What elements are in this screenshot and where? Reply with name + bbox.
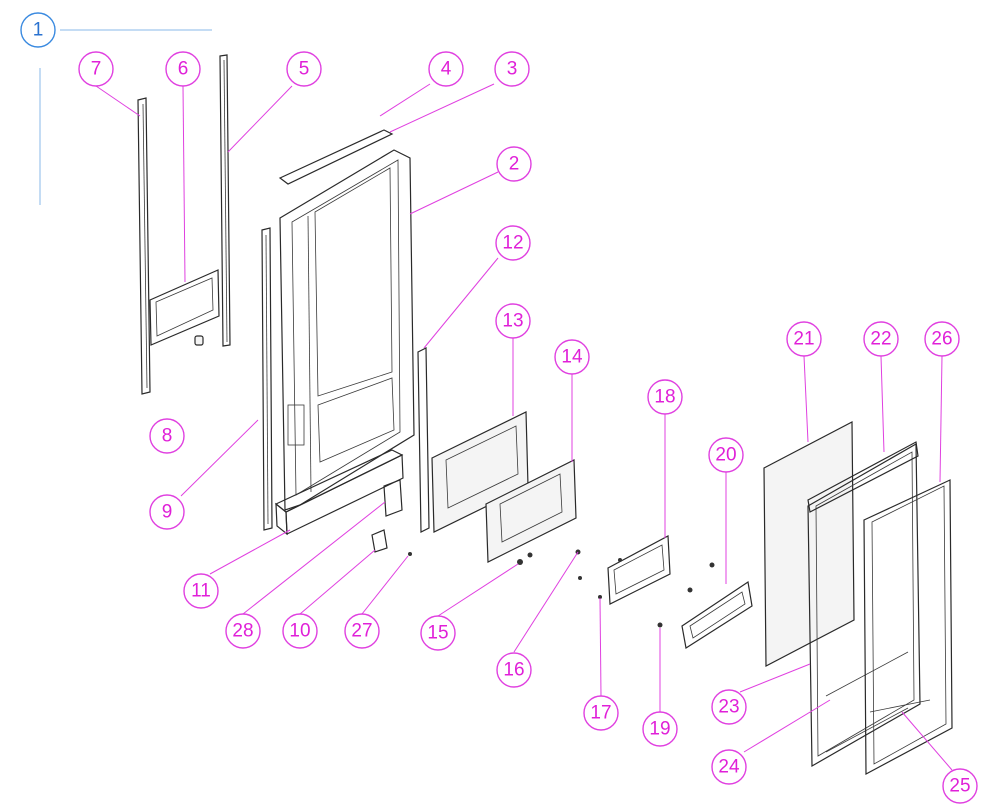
svg-text:9: 9 — [162, 502, 173, 523]
callout-8: 8 — [149, 418, 185, 454]
callout-17: 17 — [583, 695, 619, 731]
callout-26: 26 — [924, 321, 960, 357]
leader-lines — [95, 83, 953, 771]
title-badge: 1 — [20, 12, 212, 205]
svg-text:20: 20 — [715, 445, 736, 466]
part-line-art — [137, 54, 953, 775]
callout-23: 23 — [711, 689, 747, 725]
svg-text:14: 14 — [561, 347, 583, 368]
svg-text:25: 25 — [949, 776, 970, 797]
callout-4: 4 — [428, 51, 464, 87]
svg-text:19: 19 — [649, 719, 670, 740]
callout-3: 3 — [494, 51, 530, 87]
callout-2: 2 — [496, 146, 532, 182]
svg-text:3: 3 — [507, 59, 518, 80]
callout-28: 28 — [225, 613, 261, 649]
svg-text:28: 28 — [232, 621, 253, 642]
callout-27: 27 — [344, 613, 380, 649]
callout-6: 6 — [165, 51, 201, 87]
svg-text:21: 21 — [793, 329, 814, 350]
callout-22: 22 — [863, 321, 899, 357]
callout-14: 14 — [554, 339, 590, 375]
callout-15: 15 — [420, 615, 456, 651]
svg-text:4: 4 — [441, 59, 452, 80]
svg-text:17: 17 — [590, 703, 611, 724]
svg-text:12: 12 — [502, 233, 523, 254]
callout-13: 13 — [495, 303, 531, 339]
callout-11: 11 — [183, 573, 219, 609]
svg-text:26: 26 — [931, 329, 952, 350]
svg-text:5: 5 — [299, 59, 310, 80]
svg-text:10: 10 — [289, 621, 310, 642]
svg-text:23: 23 — [718, 697, 739, 718]
callout-12: 12 — [495, 225, 531, 261]
callout-16: 16 — [496, 652, 532, 688]
svg-text:8: 8 — [162, 426, 173, 447]
svg-text:7: 7 — [91, 59, 102, 80]
callout-7: 7 — [78, 51, 114, 87]
svg-text:13: 13 — [502, 311, 523, 332]
callout-5: 5 — [286, 51, 322, 87]
svg-text:18: 18 — [654, 387, 675, 408]
svg-text:6: 6 — [178, 59, 189, 80]
callout-10: 10 — [282, 613, 318, 649]
callout-21: 21 — [786, 321, 822, 357]
svg-text:27: 27 — [351, 621, 372, 642]
svg-text:2: 2 — [509, 154, 520, 175]
svg-text:11: 11 — [191, 581, 211, 602]
title-badge-label: 1 — [33, 20, 44, 41]
callout-24: 24 — [711, 749, 747, 785]
callout-25: 25 — [942, 768, 978, 804]
callout-20: 20 — [708, 437, 744, 473]
callout-19: 19 — [642, 711, 678, 747]
callout-18: 18 — [647, 379, 683, 415]
svg-text:22: 22 — [870, 329, 891, 350]
callout-9: 9 — [149, 494, 185, 530]
svg-text:15: 15 — [427, 623, 448, 644]
svg-text:24: 24 — [718, 757, 740, 778]
svg-text:16: 16 — [503, 660, 524, 681]
